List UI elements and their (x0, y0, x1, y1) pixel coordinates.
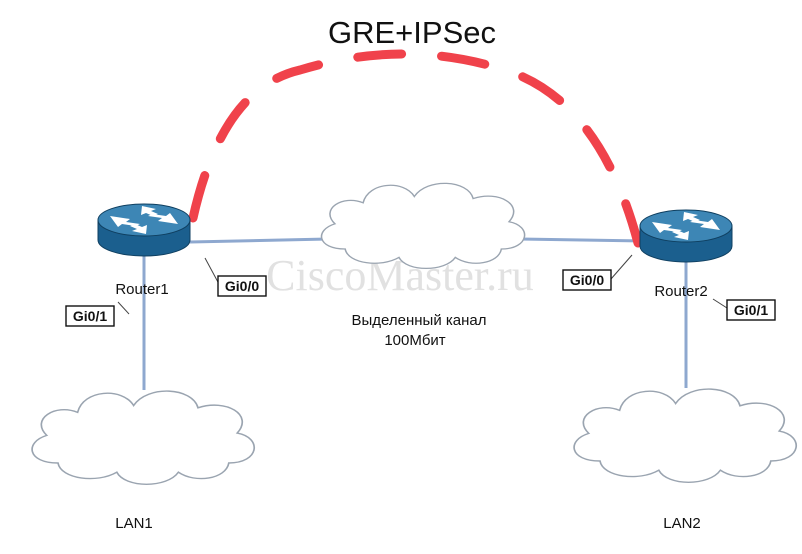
cloud-icon (320, 182, 526, 270)
leader-r1-gi00 (204, 257, 220, 285)
router-icon (639, 209, 733, 263)
r2-gi00-label: Gi0/0 (570, 272, 604, 288)
diagram-title: GRE+IPSec (328, 15, 496, 50)
links (142, 237, 688, 390)
cloud-icon (31, 390, 256, 486)
router-icon (97, 203, 191, 257)
lan1-label: LAN1 (115, 515, 153, 532)
link-cloud-router2 (519, 237, 641, 243)
tunnel-arc (188, 49, 643, 248)
r2-gi00-box (562, 269, 612, 291)
r2-gi01-label: Gi0/1 (734, 302, 768, 318)
leader-r2-gi00 (610, 254, 633, 280)
link-router1-cloud (189, 237, 329, 244)
r2-gi01-box (726, 299, 776, 321)
leader-r2-gi01 (712, 298, 728, 309)
r1-gi00-label: Gi0/0 (225, 278, 259, 294)
interface-leaders (117, 254, 728, 315)
lan2-label: LAN2 (663, 515, 701, 532)
r1-gi00-box (217, 275, 267, 297)
leader-r1-gi01 (117, 301, 130, 315)
router1-label: Router1 (115, 281, 168, 298)
cloud-icon (573, 388, 798, 484)
link-description-line2: 100Мбит (384, 332, 445, 349)
link-description-line1: Выделенный канал (352, 312, 487, 329)
r1-gi01-box (65, 305, 115, 327)
r1-gi01-label: Gi0/1 (73, 308, 107, 324)
router2-label: Router2 (654, 283, 707, 300)
